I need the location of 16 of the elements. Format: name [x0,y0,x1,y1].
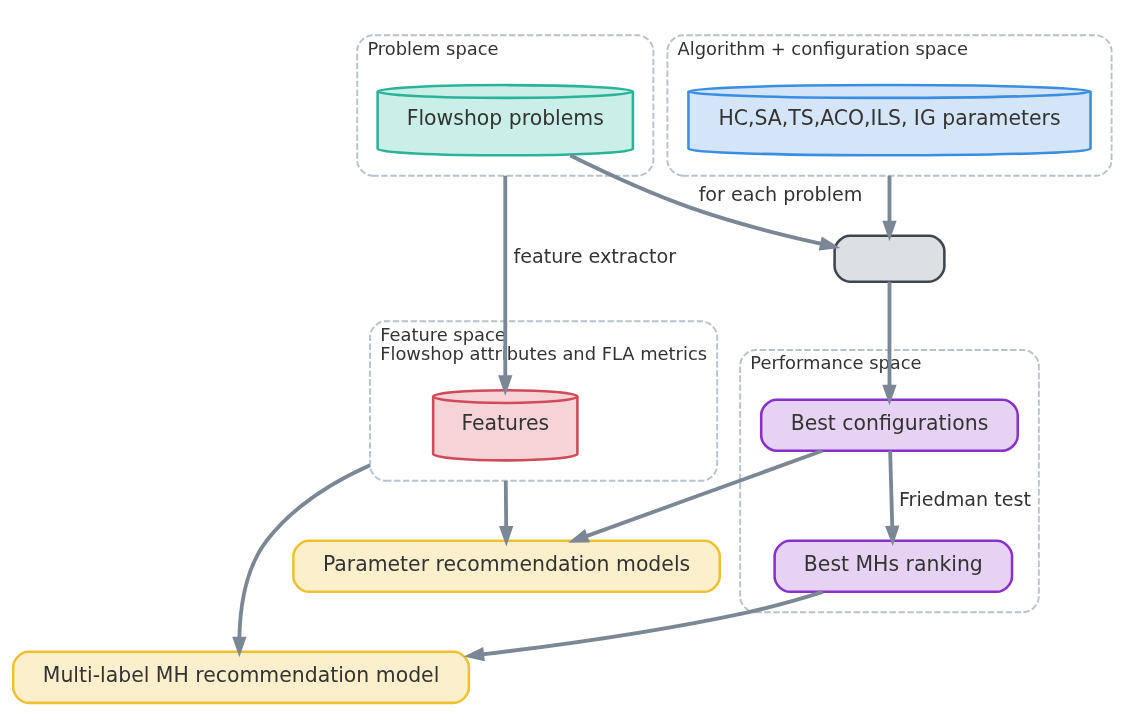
arrow [568,449,823,543]
edge-label: feature extractor [513,245,677,269]
node-box: Best configurations [759,398,1020,453]
node-box: Parameter recommendation models [292,539,721,594]
arrow [232,463,371,658]
node-box: Multi-label MH recommendation model [11,650,471,705]
arrow [885,450,900,547]
arrow [498,175,513,396]
arrow [882,175,897,242]
edge-label: Friedman test [898,488,1031,512]
node-box [833,234,946,283]
arrow [569,153,841,251]
edge-label: for each problem [698,183,863,207]
node-box: Best MHs ranking [773,539,1014,594]
arrow [882,281,897,406]
arrow [499,480,514,547]
